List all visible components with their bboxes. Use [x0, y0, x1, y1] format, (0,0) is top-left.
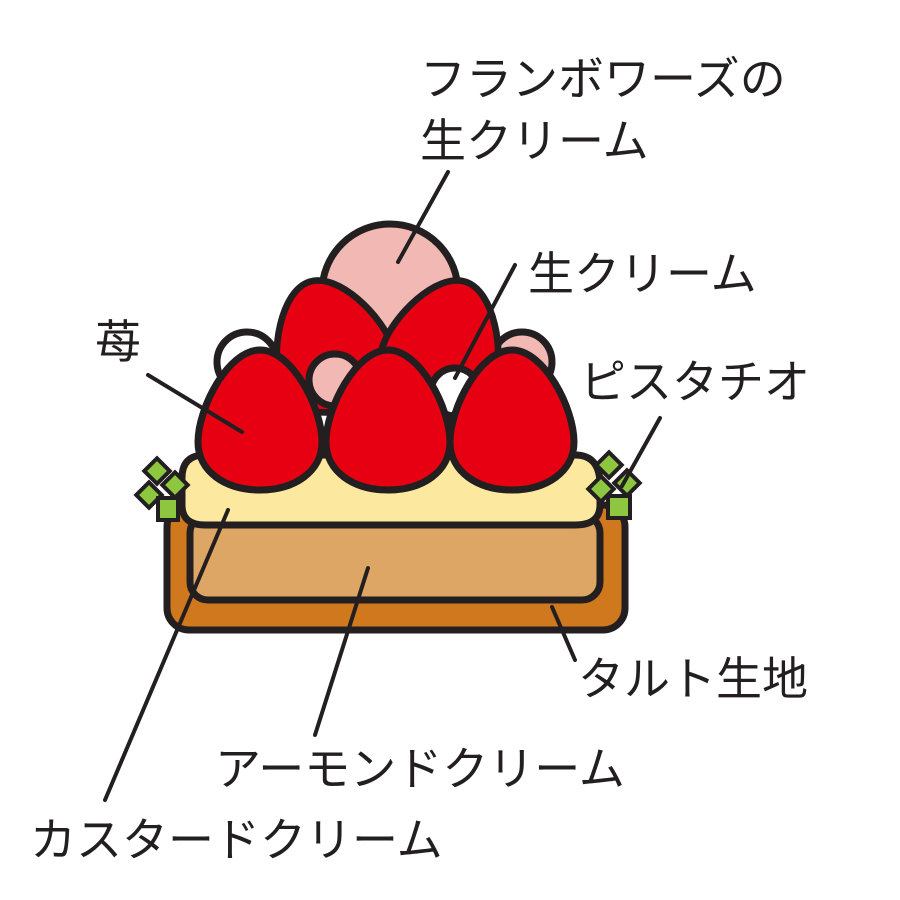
label-whipped-cream: 生クリーム [528, 247, 757, 301]
leader-almond-cream [313, 566, 370, 737]
label-strawberry: 苺 [95, 315, 141, 369]
pistachio-left [133, 455, 191, 522]
label-framboise-line1: フランボワーズの [420, 52, 786, 106]
leader-framboise [396, 170, 450, 264]
leader-pistachio [620, 416, 662, 488]
leader-whipped-cream [453, 263, 517, 380]
label-pistachio: ピスタチオ [580, 355, 810, 409]
label-tart-dough: タルト生地 [578, 652, 808, 706]
leader-tart-dough [550, 605, 577, 662]
label-almond-cream: アーモンドクリーム [215, 742, 625, 796]
label-framboise-line2: 生クリーム [420, 114, 649, 168]
label-custard-cream: カスタードクリーム [30, 813, 443, 867]
pistachio-right [585, 449, 643, 520]
leader-strawberry [146, 373, 244, 434]
leader-custard-cream [103, 508, 230, 802]
